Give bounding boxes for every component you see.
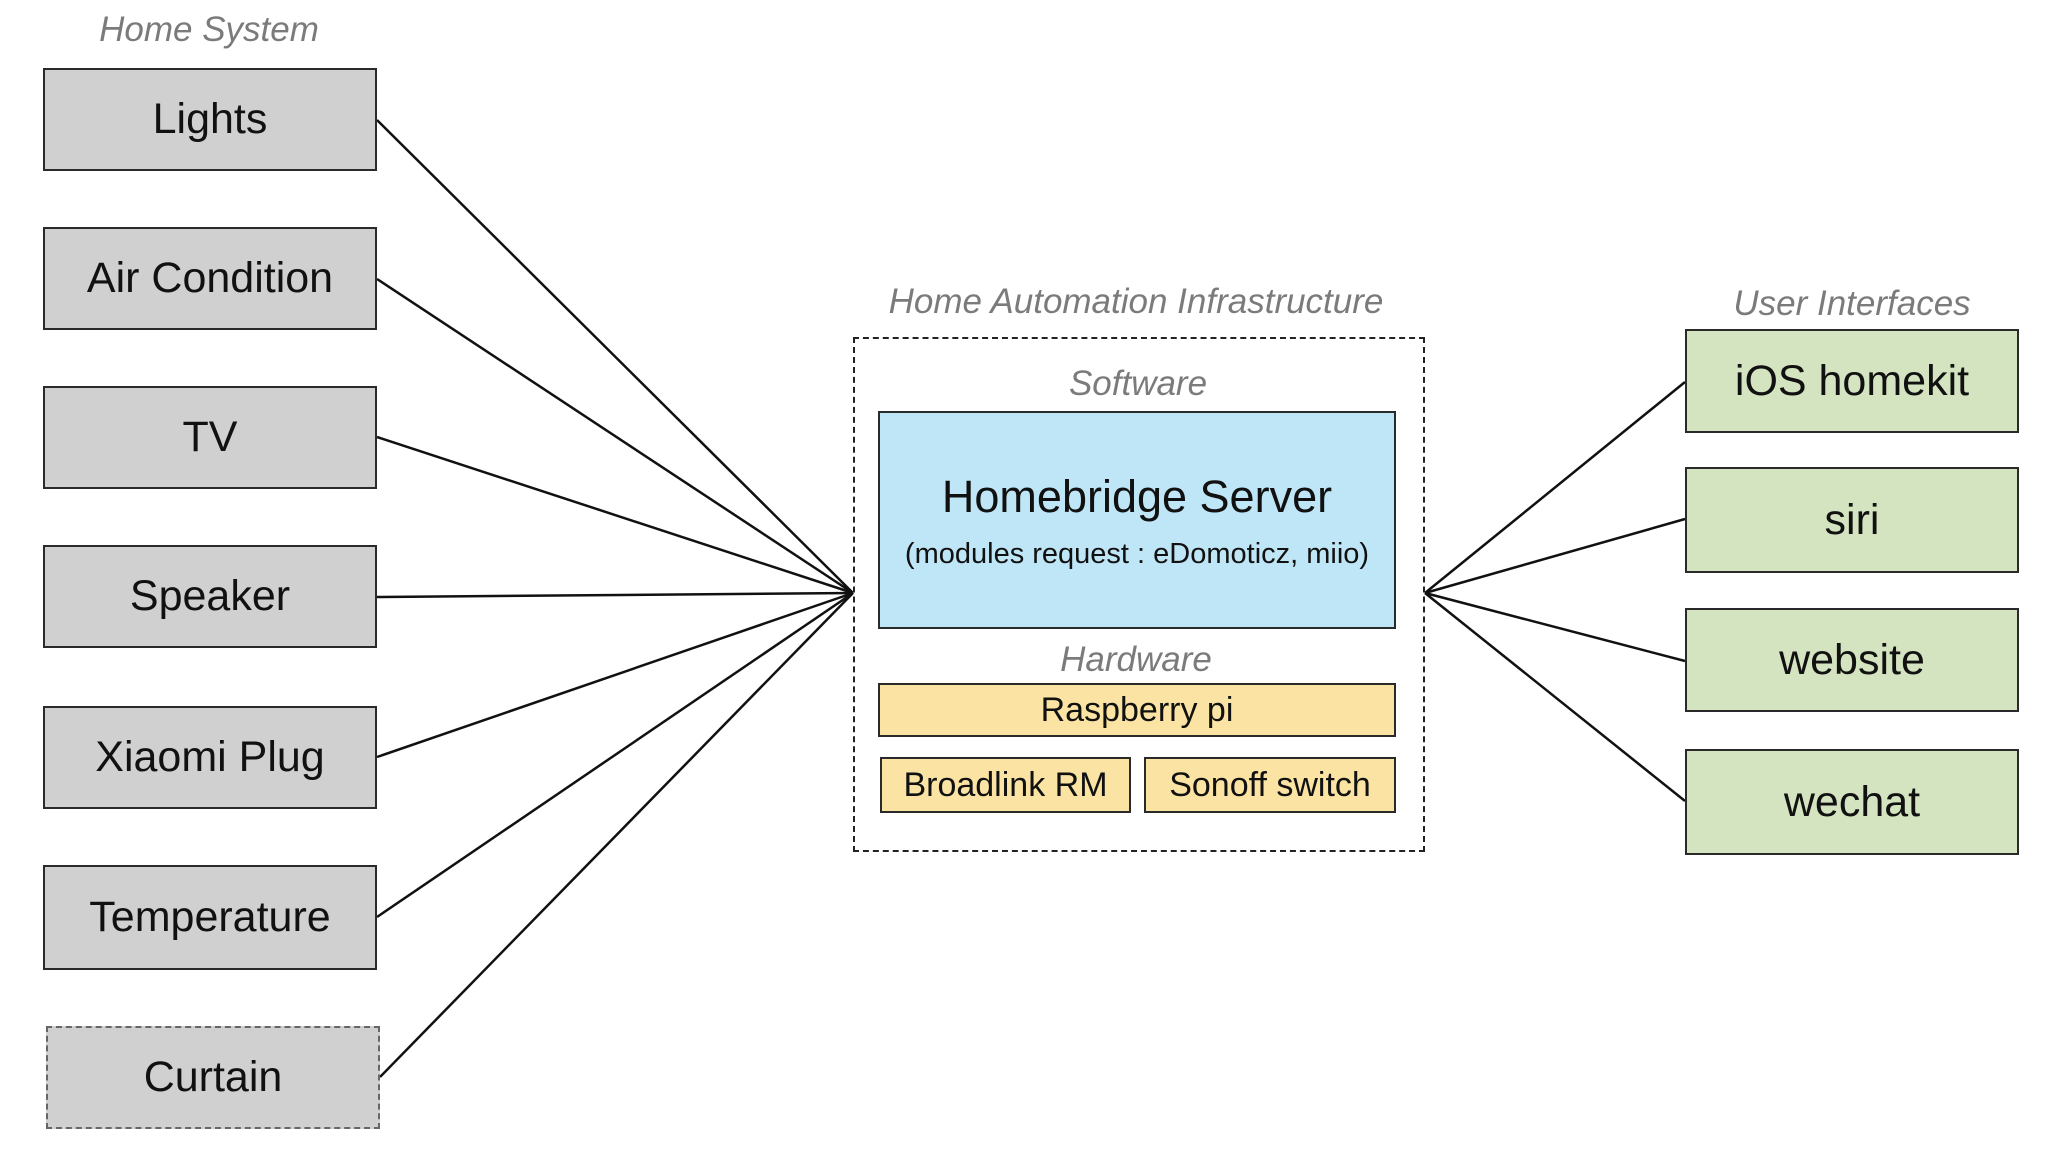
hardware-heading: Hardware	[1060, 640, 1212, 679]
sonoff-switch-box: Sonoff switch	[1144, 757, 1396, 813]
connector-temperature	[376, 591, 854, 919]
software-heading: Software	[1068, 364, 1208, 403]
device-lights: Lights	[43, 68, 377, 171]
connector-air-condition	[376, 277, 854, 595]
raspberry-pi-box: Raspberry pi	[878, 683, 1396, 737]
device-xiaomi-plug: Xiaomi Plug	[43, 706, 377, 809]
homebridge-server-box: Homebridge Server (modules request : eDo…	[878, 411, 1396, 629]
user-interfaces-heading: User Interfaces	[1733, 284, 1971, 323]
interface-siri: siri	[1685, 467, 2019, 573]
connector-ios-homekit	[1424, 381, 1686, 594]
connector-xiaomi-plug	[376, 591, 854, 759]
infrastructure-container	[853, 337, 1425, 852]
connector-lights	[376, 119, 854, 594]
connector-tv	[376, 435, 854, 595]
home-system-heading: Home System	[99, 10, 319, 49]
device-curtain: Curtain	[46, 1026, 380, 1129]
connector-speaker	[376, 591, 854, 599]
interface-wechat: wechat	[1685, 749, 2019, 855]
interface-ios-homekit: iOS homekit	[1685, 329, 2019, 433]
connector-website	[1424, 591, 1686, 663]
device-air-condition: Air Condition	[43, 227, 377, 330]
connector-wechat	[1424, 592, 1686, 802]
broadlink-rm-box: Broadlink RM	[880, 757, 1131, 813]
homebridge-server-title: Homebridge Server	[941, 470, 1333, 522]
infrastructure-heading: Home Automation Infrastructure	[888, 282, 1384, 321]
device-temperature: Temperature	[43, 865, 377, 970]
device-speaker: Speaker	[43, 545, 377, 648]
connector-siri	[1424, 517, 1686, 595]
device-tv: TV	[43, 386, 377, 489]
interface-website: website	[1685, 608, 2019, 712]
homebridge-server-subtitle: (modules request : eDomoticz, miio)	[904, 537, 1370, 570]
connector-curtain	[379, 592, 854, 1078]
